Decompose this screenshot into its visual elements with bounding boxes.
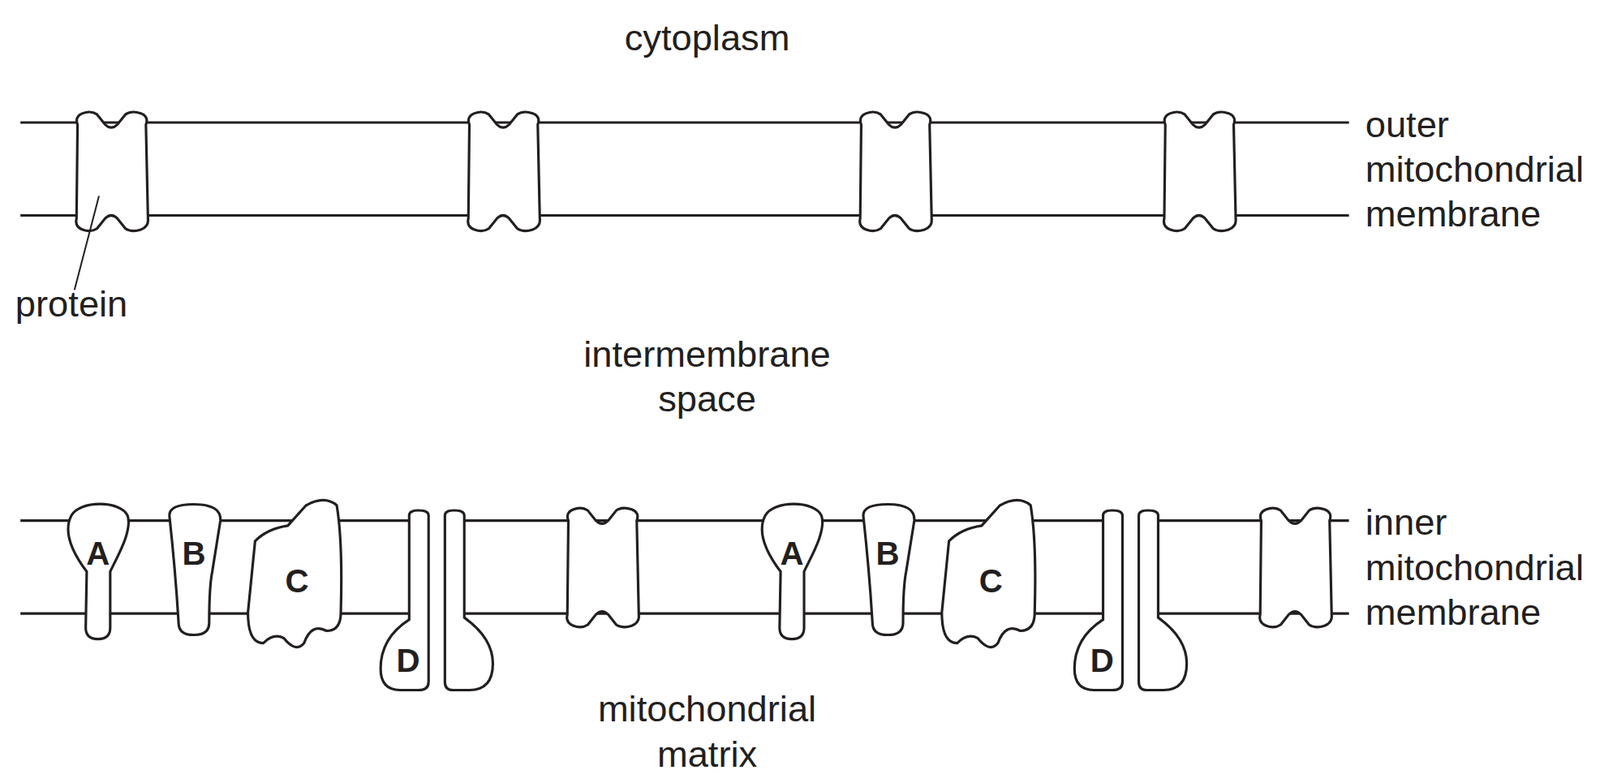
protein-shape — [941, 499, 1036, 647]
channel-protein — [1163, 111, 1236, 232]
complex-protein: C — [938, 494, 1041, 650]
region-label: mitochondrial matrix — [584, 687, 831, 778]
carrier-protein: B — [856, 499, 921, 639]
protein-shape — [169, 504, 221, 636]
protein-letter: B — [876, 535, 900, 574]
part-label: protein — [15, 281, 179, 327]
protein-shape — [248, 499, 342, 647]
membrane-line — [20, 120, 1349, 124]
leader-line — [74, 196, 99, 291]
protein-letter: A — [779, 535, 804, 574]
synthase-half — [444, 510, 493, 690]
protein-shape — [1074, 510, 1123, 690]
channel-protein — [76, 111, 149, 232]
complex-protein: C — [245, 494, 348, 650]
protein-shape — [68, 503, 129, 639]
membrane-label: outer mitochondrial membrane — [1365, 102, 1600, 237]
synthase-half — [1139, 510, 1188, 690]
channel-protein — [1260, 507, 1333, 628]
protein-letter: D — [1090, 642, 1114, 681]
membrane-line — [20, 214, 1349, 217]
region-label: intermembrane space — [574, 331, 840, 422]
channel-protein — [567, 507, 640, 628]
carrier-protein: A — [60, 498, 135, 644]
protein-letter: D — [396, 642, 421, 681]
protein-letter: B — [181, 535, 206, 574]
region-label: cytoplasm — [584, 15, 831, 61]
protein-letter: A — [86, 535, 110, 574]
channel-protein — [860, 111, 933, 232]
channel-protein — [468, 111, 541, 232]
synthase-protein: D — [377, 506, 433, 694]
carrier-protein: A — [755, 498, 830, 644]
protein-shape — [761, 503, 822, 639]
protein-letter: C — [979, 563, 1003, 602]
protein-shape — [863, 504, 915, 636]
membrane-label: inner mitochondrial membrane — [1365, 499, 1600, 635]
synthase-protein: D — [1071, 506, 1127, 694]
carrier-protein: B — [163, 499, 227, 639]
protein-shape — [380, 510, 429, 690]
protein-letter: C — [284, 563, 309, 602]
